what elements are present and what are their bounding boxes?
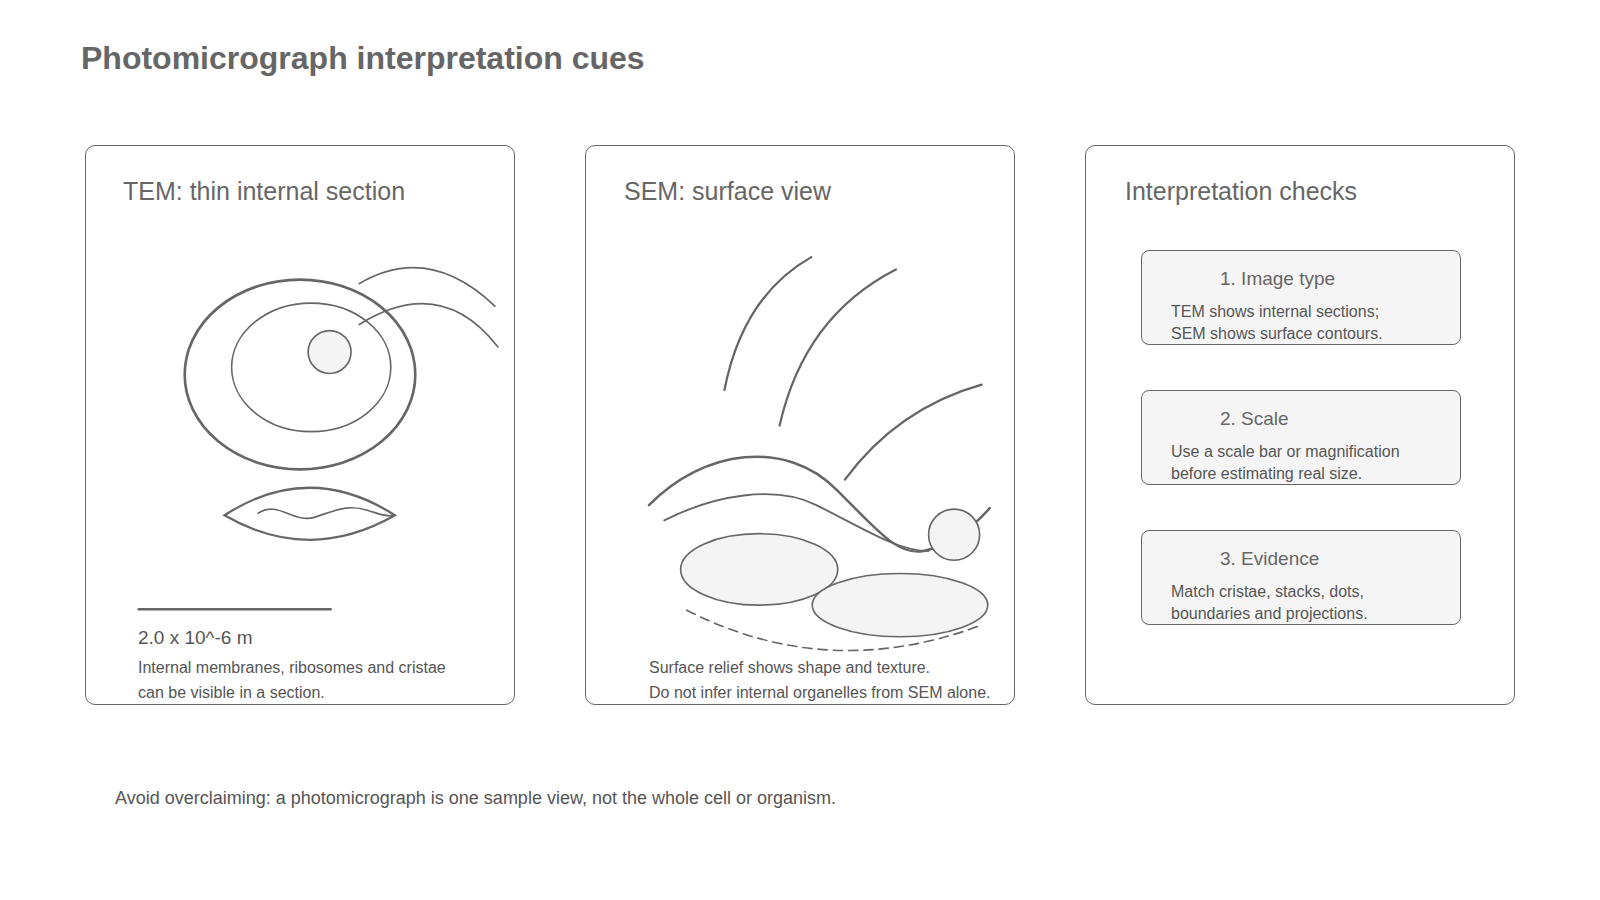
surface-ridge bbox=[649, 457, 990, 552]
panel-note: Internal membranes, ribosomes and crista… bbox=[138, 656, 468, 705]
check-heading: 1. Image type bbox=[1220, 268, 1335, 290]
nucleus-outline bbox=[232, 303, 391, 432]
surface-bulge bbox=[681, 534, 838, 605]
surface-ridge bbox=[664, 494, 928, 551]
crista-line bbox=[258, 508, 393, 519]
mitochondrion-outline bbox=[224, 488, 394, 540]
panel-note: Do not infer internal organelles from SE… bbox=[649, 681, 991, 705]
panel-heading: SEM: surface view bbox=[624, 177, 831, 206]
check-box: 2. ScaleUse a scale bar or magnification… bbox=[1141, 390, 1461, 485]
check-text: TEM shows internal sections; SEM shows s… bbox=[1171, 301, 1406, 345]
panel-box: SEM: surface viewSurface relief shows sh… bbox=[585, 145, 1015, 705]
panel-heading: Interpretation checks bbox=[1125, 177, 1357, 206]
check-box: 3. EvidenceMatch cristae, stacks, dots, … bbox=[1141, 530, 1461, 625]
check-heading: 3. Evidence bbox=[1220, 548, 1319, 570]
diagram-caption: Avoid overclaiming: a photomicrograph is… bbox=[115, 786, 836, 810]
check-box: 1. Image typeTEM shows internal sections… bbox=[1141, 250, 1461, 345]
diagram-title: Photomicrograph interpretation cues bbox=[81, 39, 645, 77]
panel-note: Surface relief shows shape and texture. bbox=[649, 656, 930, 680]
check-text: Use a scale bar or magnification before … bbox=[1171, 441, 1406, 485]
shadow-contour bbox=[687, 610, 978, 650]
membrane-curve bbox=[359, 304, 498, 347]
membrane-curve bbox=[359, 268, 495, 306]
scale-bar bbox=[139, 608, 331, 611]
check-text: Match cristae, stacks, dots, boundaries … bbox=[1171, 581, 1406, 625]
check-heading: 2. Scale bbox=[1220, 408, 1289, 430]
panel-heading: TEM: thin internal section bbox=[123, 177, 405, 206]
panel-box: TEM: thin internal section 2.0 x 10^-6 m I… bbox=[85, 145, 515, 705]
scale-label: 2.0 x 10^-6 m bbox=[138, 627, 253, 649]
nucleolus bbox=[308, 331, 351, 374]
surface-bulge bbox=[812, 573, 988, 636]
cell-outline bbox=[185, 280, 416, 470]
sem-illustration bbox=[649, 257, 990, 650]
surface-arc bbox=[724, 257, 811, 390]
tem-illustration bbox=[139, 268, 498, 610]
surface-arc bbox=[845, 385, 982, 480]
panel-box: Interpretation checks 1. Image typeTEM sh… bbox=[1085, 145, 1515, 705]
surface-bead bbox=[929, 509, 980, 560]
surface-arc bbox=[780, 269, 896, 425]
